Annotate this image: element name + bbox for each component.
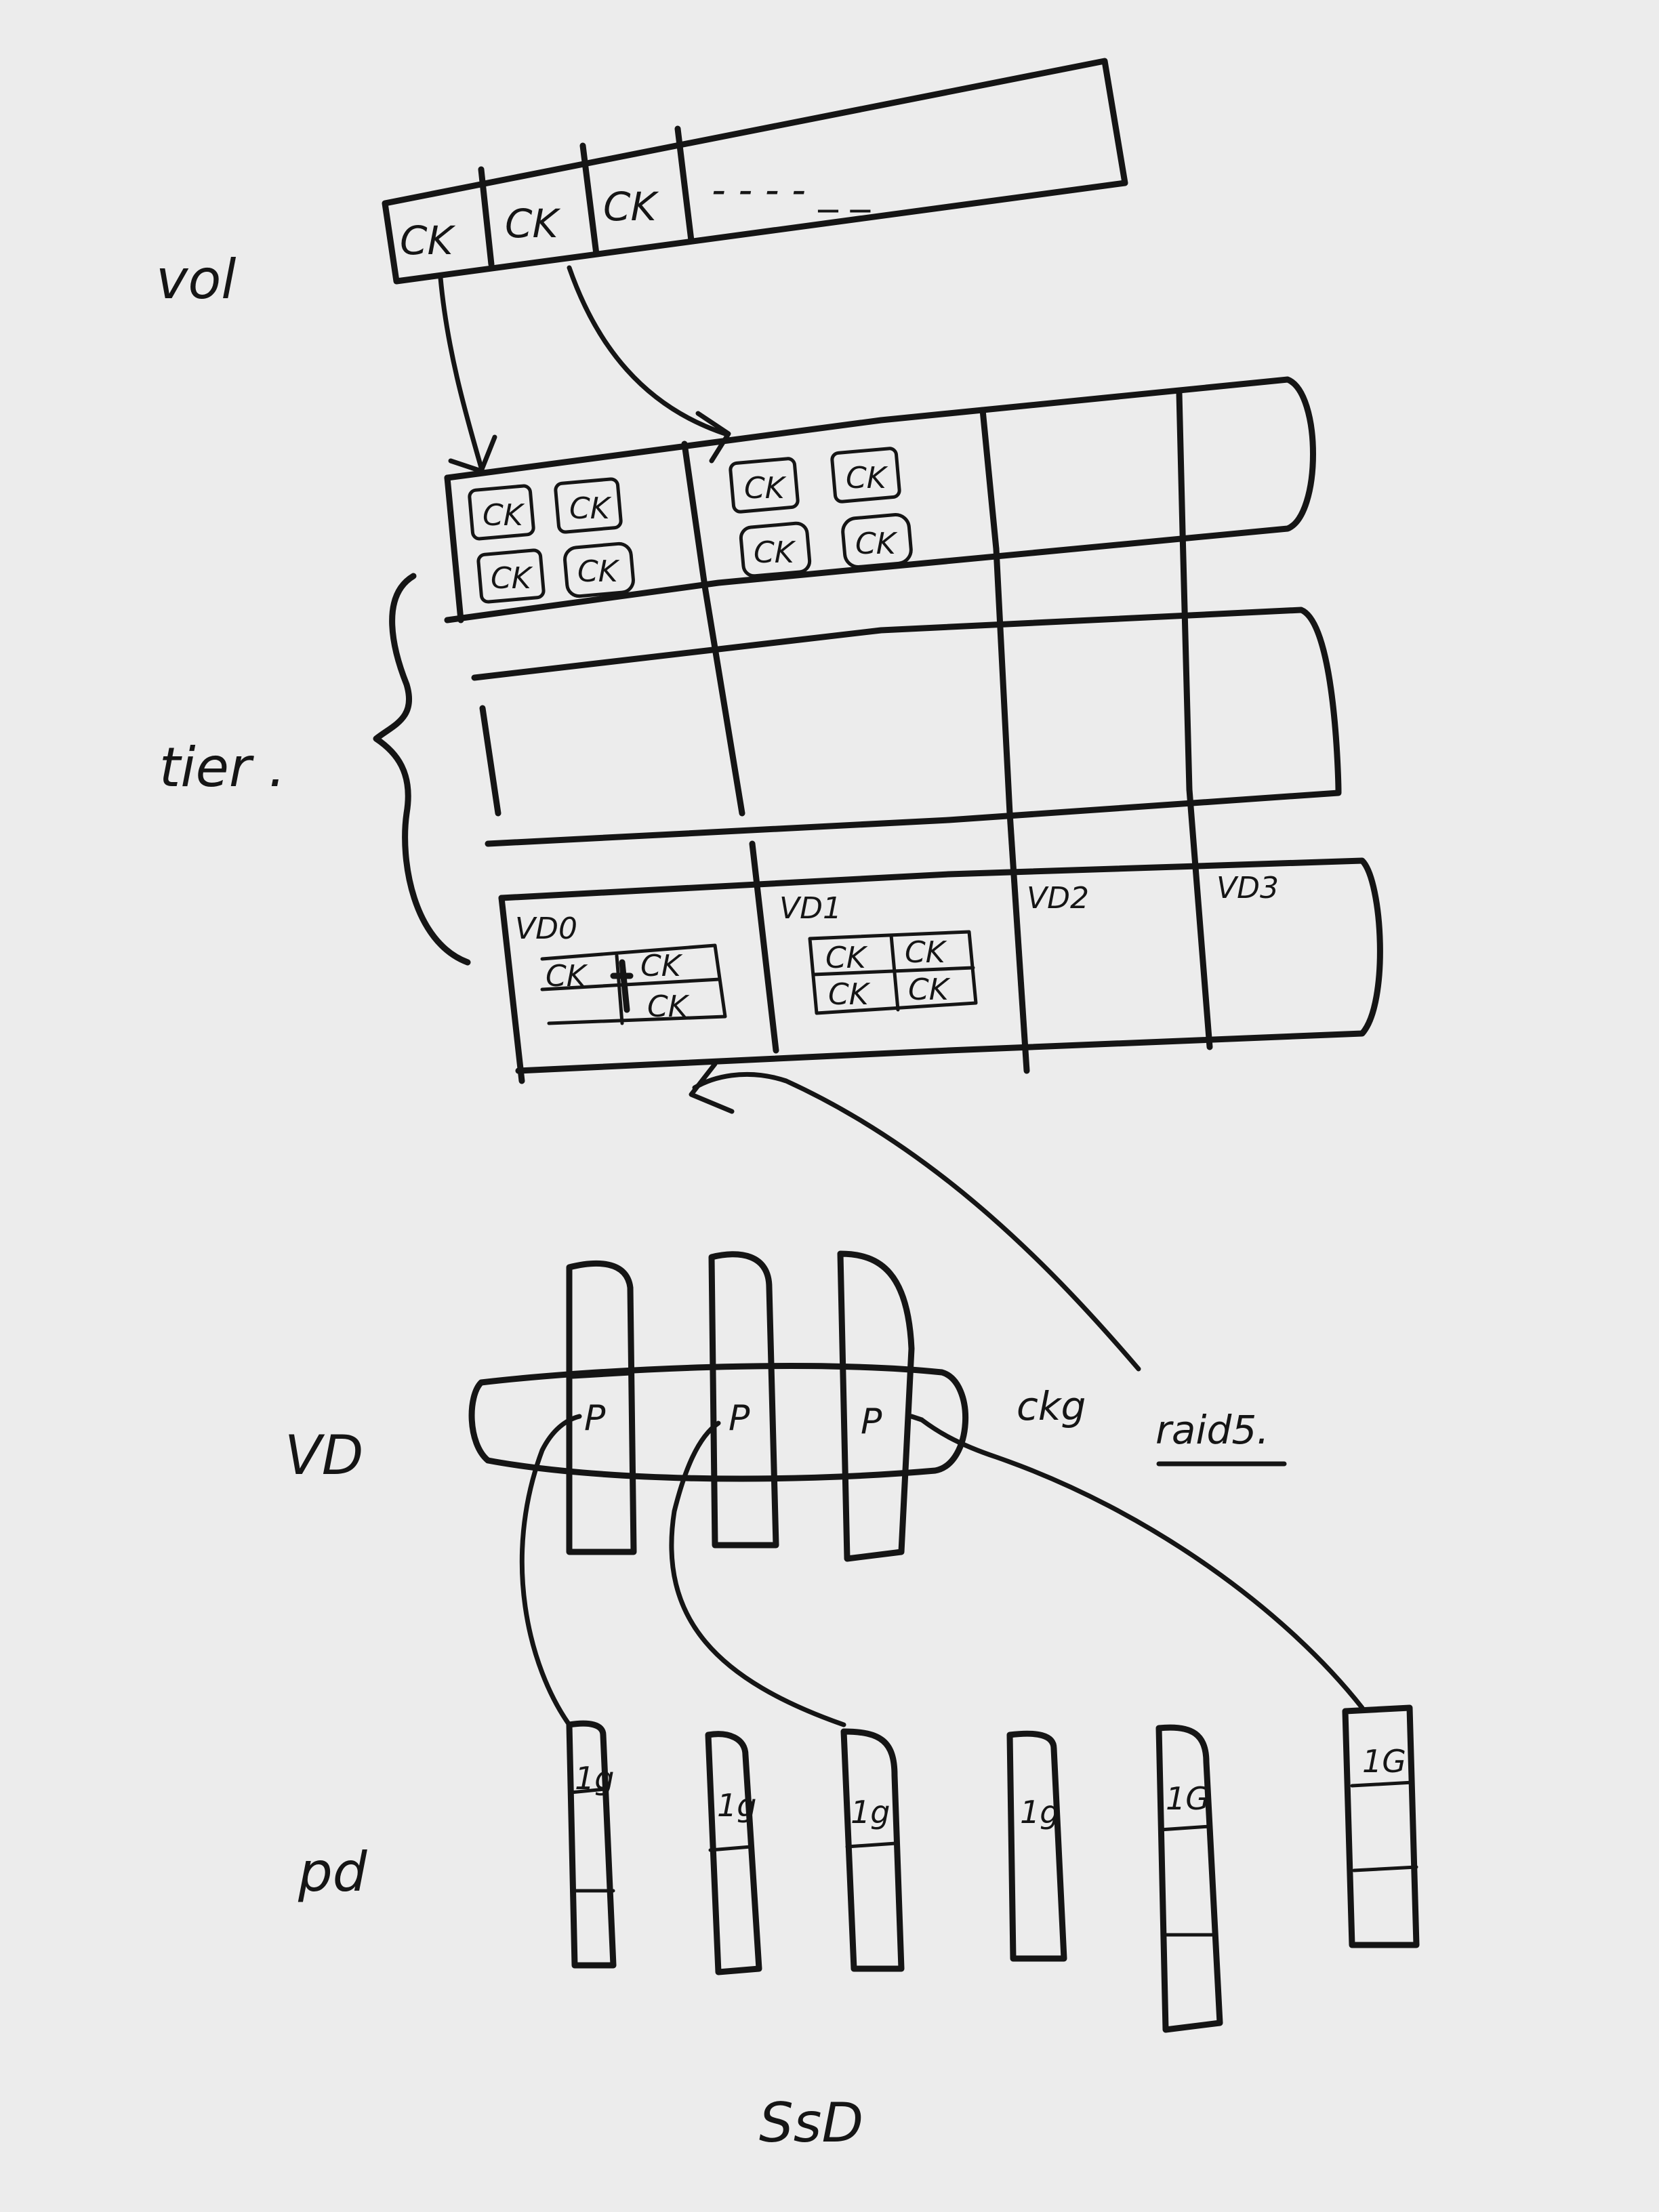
vol-label: vol xyxy=(156,248,237,311)
tier-ck: CK xyxy=(569,491,612,526)
ckg-label: ckg xyxy=(1017,1383,1086,1429)
vd1-ck: CK xyxy=(828,977,871,1012)
vd-layer xyxy=(566,1250,915,1562)
vd-title: VD0 xyxy=(515,912,577,946)
pd-capacity: 1g xyxy=(851,1794,890,1830)
vd0-ck: CK xyxy=(640,949,683,983)
pd-capacity: 1g xyxy=(575,1760,614,1797)
pd-capacity: 1G xyxy=(1362,1743,1406,1780)
ckg-to-tier-arrow xyxy=(689,1061,1141,1372)
tier-top-group-0: CK CK CK CK xyxy=(468,477,635,604)
pd-capacity: 1g xyxy=(717,1787,756,1824)
pd-disk: 1g xyxy=(566,1720,617,1969)
pd-disk: 1g xyxy=(840,1728,905,1972)
tier-top-row xyxy=(444,376,1316,623)
tier-ck: CK xyxy=(744,471,787,506)
vd-label: VD xyxy=(285,1424,363,1487)
tier-ck: CK xyxy=(577,554,620,589)
tier-label: tier . xyxy=(159,736,286,799)
vol-row: CK CK CK - - - - _ _ xyxy=(382,58,1128,285)
pd-disk: 1g xyxy=(1006,1730,1067,1962)
vol-cell-ck: CK xyxy=(603,184,659,230)
ckg-parity-cell: P xyxy=(729,1398,750,1439)
pd-capacity: 1G xyxy=(1166,1780,1210,1817)
vd1-ck: CK xyxy=(908,972,951,1007)
vd-title: VD2 xyxy=(1027,881,1089,916)
vd-title: VD1 xyxy=(779,891,842,926)
tier-bottom-row: VD0 VD1 VD2 VD3 xyxy=(498,786,1383,1084)
tier-ck: CK xyxy=(846,461,888,495)
vd0-ck: CK xyxy=(647,989,690,1024)
pd-layer: 1g 1g 1g 1g 1G 1G xyxy=(566,1704,1420,2033)
tier-ck: CK xyxy=(491,561,533,596)
tier-ck: CK xyxy=(855,527,898,561)
pd-to-vd-links xyxy=(519,1414,1365,1727)
tier-brace xyxy=(373,573,471,966)
pd-disk: 1G xyxy=(1342,1704,1420,1948)
ckg-parity-cell: P xyxy=(584,1398,606,1439)
vol-to-tier-arrows xyxy=(438,265,731,474)
vd1-ck: CK xyxy=(905,935,947,970)
ckg-group: P P P ckg raid5. xyxy=(468,1363,1287,1482)
pd-disk: 1g xyxy=(705,1731,762,1975)
vd1-ck: CK xyxy=(825,941,868,975)
pd-disk: 1G xyxy=(1155,1724,1223,2033)
pd-capacity: 1g xyxy=(1020,1794,1059,1830)
vd-title: VD3 xyxy=(1216,871,1279,905)
tier-top-group-1: CK CK CK CK xyxy=(729,447,913,578)
tier-ck: CK xyxy=(754,535,796,570)
raid-level-label: raid5. xyxy=(1155,1407,1269,1453)
vd0-cells: CK CK CK xyxy=(540,943,727,1025)
ckg-parity-cell: P xyxy=(861,1401,882,1442)
vd0-ck: CK xyxy=(546,959,588,994)
vol-ellipsis: - - - - _ _ xyxy=(712,167,871,213)
pd-label: pd xyxy=(298,1841,368,1904)
vol-cell-ck: CK xyxy=(400,218,455,264)
vd1-cells: CK CK CK CK xyxy=(808,930,978,1015)
tier-ck: CK xyxy=(483,498,525,533)
ssd-label: SsD xyxy=(759,2091,863,2154)
tier-middle-row xyxy=(471,529,1342,847)
vol-cell-ck: CK xyxy=(505,201,560,247)
